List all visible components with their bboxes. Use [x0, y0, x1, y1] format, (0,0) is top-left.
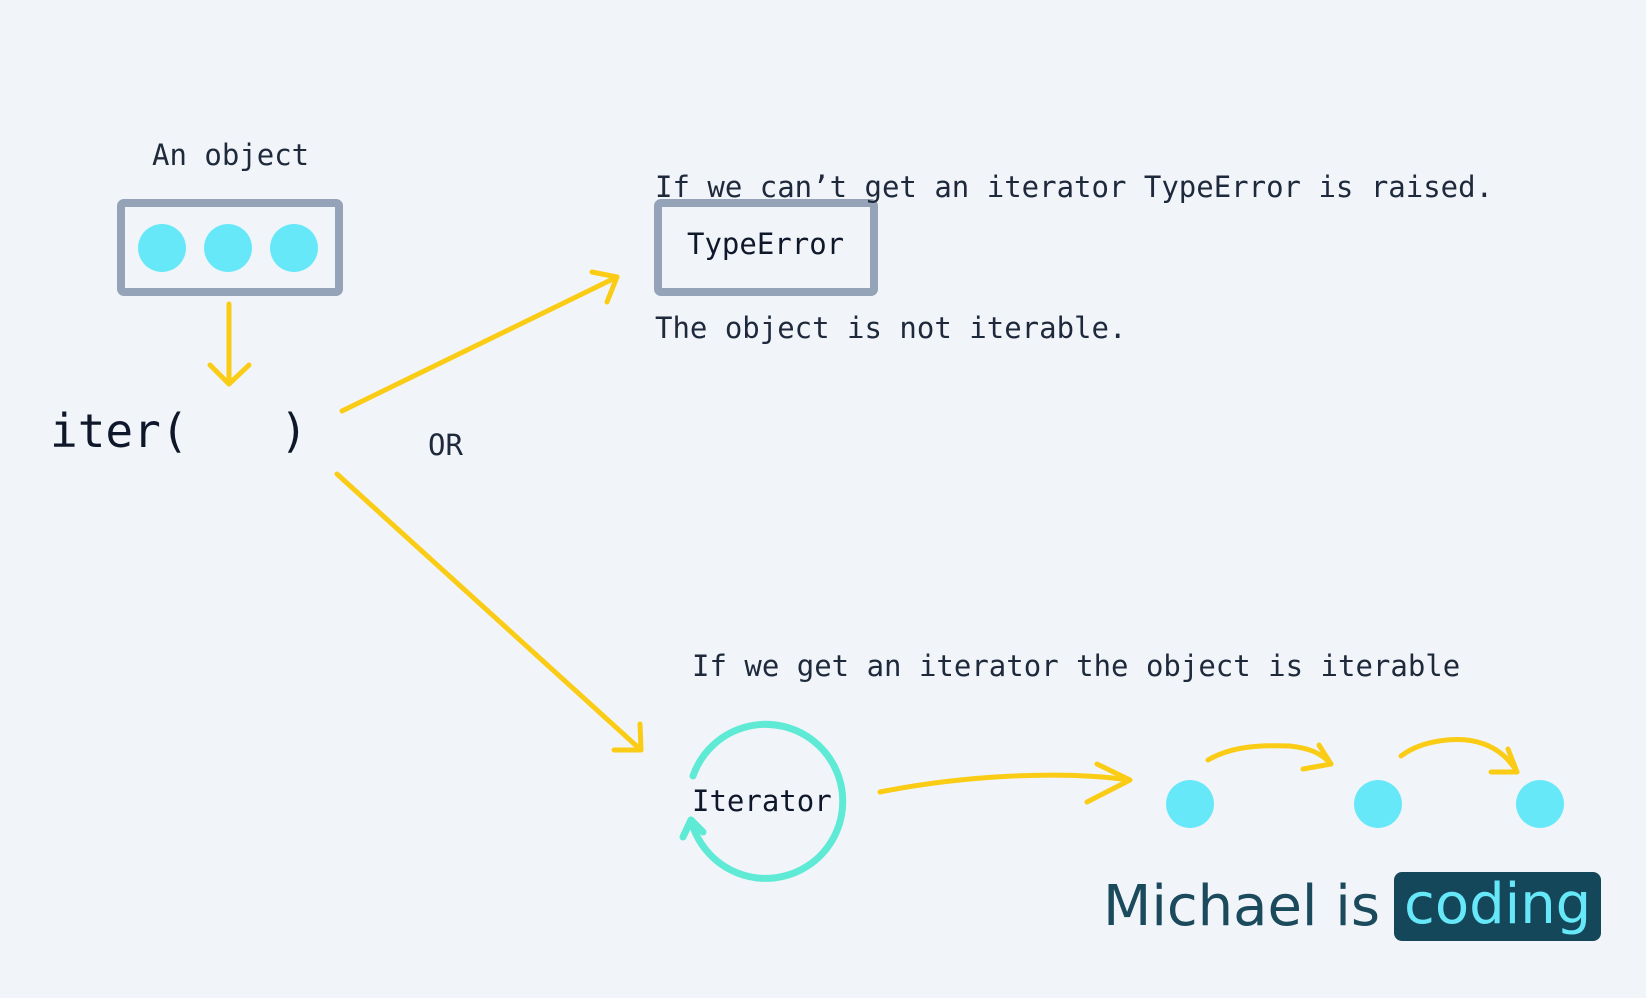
- object-item-dot: [270, 224, 318, 272]
- arrow-iterator-to-items: [877, 761, 1133, 805]
- iterable-caption: If we get an iterator the object is iter…: [692, 649, 1461, 683]
- type-error-caption-line2: The object is not iterable.: [655, 311, 1127, 345]
- type-error-caption-line1: If we can’t get an iterator TypeError is…: [655, 170, 1494, 204]
- iterated-item-dot: [1516, 780, 1564, 828]
- brand-logo: Michael is coding: [1103, 872, 1602, 941]
- or-label: OR: [428, 428, 463, 462]
- next-arrow-icon: [1205, 742, 1334, 772]
- iterated-item-dot: [1354, 780, 1402, 828]
- arrow-to-iterator: [334, 471, 644, 753]
- arrow-to-type-error: [339, 269, 620, 414]
- type-error-box: [654, 199, 878, 296]
- iterator-label: Iterator: [692, 784, 832, 818]
- object-label: An object: [152, 138, 310, 172]
- brand-prefix: Michael is: [1103, 874, 1381, 939]
- iterated-item-dot: [1166, 780, 1214, 828]
- object-item-dot: [138, 224, 186, 272]
- next-arrow-icon: [1398, 737, 1520, 775]
- iter-call-open: iter(: [50, 404, 189, 458]
- arrow-down-to-iter: [207, 301, 252, 387]
- object-item-dot: [204, 224, 252, 272]
- object-box: [117, 199, 343, 296]
- type-error-label: TypeError: [687, 227, 845, 261]
- type-error-caption: If we can’t get an iterator TypeError is…: [655, 70, 1493, 399]
- iter-call-close: ): [280, 404, 308, 458]
- brand-highlight: coding: [1394, 872, 1602, 941]
- iterator-ring-icon: [679, 720, 847, 882]
